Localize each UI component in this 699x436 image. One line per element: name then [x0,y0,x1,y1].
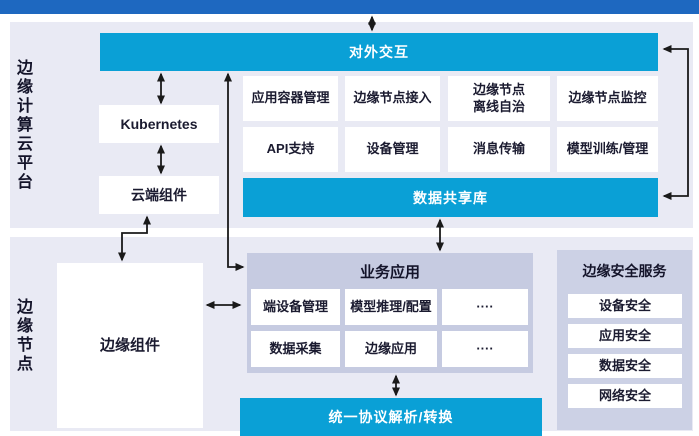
cell-edge-application: 边缘应用 [345,331,437,367]
cell-model-training-mgmt: 模型训练/管理 [557,127,658,172]
cloud-platform-side-label: 边缘计算云平台 [14,58,31,192]
cell-edge-node-monitoring: 边缘节点监控 [557,76,658,121]
business-app-title: 业务应用 [359,263,420,281]
data-share-bar: 数据共享库 [243,178,658,217]
protocol-parse-convert-bar: 统一协议解析/转换 [240,398,542,436]
cell-app-container-mgmt: 应用容器管理 [243,76,338,121]
cloud-component-box: 云端组件 [99,176,219,214]
top-blue-bar [0,0,699,14]
cell-more-apps-2: ···· [442,331,528,367]
cell-data-security: 数据安全 [568,354,682,378]
cell-model-inference-config: 模型推理/配置 [345,289,437,325]
cell-edge-node-access: 边缘节点接入 [345,76,440,121]
cell-device-mgmt: 设备管理 [345,127,440,172]
external-interaction-bar: 对外交互 [100,33,658,71]
kubernetes-box: Kubernetes [99,105,219,143]
cell-edge-node-offline-autonomy: 边缘节点 离线自治 [448,76,550,121]
cell-data-collection: 数据采集 [251,331,340,367]
edge-node-side-label: 边缘节点 [14,298,31,374]
cell-message-transport: 消息传输 [448,127,550,172]
cell-application-security: 应用安全 [568,324,682,348]
cell-api-support: API支持 [243,127,338,172]
cell-more-apps-1: ···· [442,289,528,325]
cell-end-device-mgmt: 端设备管理 [251,289,340,325]
cell-device-security: 设备安全 [568,294,682,318]
edge-component-box: 边缘组件 [57,263,203,428]
cell-network-security: 网络安全 [568,384,682,408]
edge-security-title: 边缘安全服务 [582,263,667,279]
